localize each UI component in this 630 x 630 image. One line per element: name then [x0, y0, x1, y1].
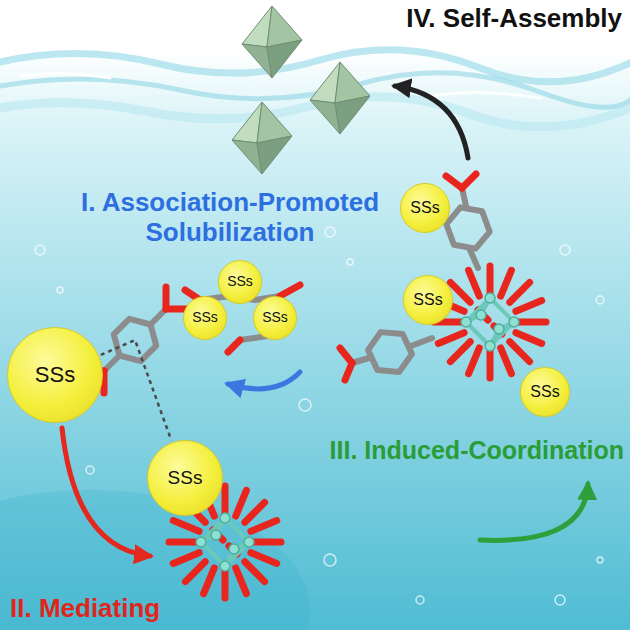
octahedral-crystals — [232, 6, 370, 174]
ss-circle: SSs — [147, 440, 223, 516]
node-text: SSs — [413, 291, 442, 309]
water-surface — [0, 50, 630, 127]
step-label: III. Induced-Coordination — [330, 436, 624, 465]
process-arrows — [62, 86, 588, 556]
step-label: I. Association-Promoted Solubilization — [70, 188, 390, 248]
step-label: II. Mediating — [10, 594, 160, 624]
stage-title: IV. Self-Assembly — [406, 4, 622, 34]
ss-circle: SSs — [400, 183, 450, 233]
node-text: SSs — [262, 310, 288, 325]
ss-circle: SSs — [7, 327, 103, 423]
node-text: SSs — [227, 274, 253, 289]
ss-circle: SSs — [183, 296, 227, 340]
node-text: SSs — [192, 310, 218, 325]
node-text: SSs — [168, 468, 203, 489]
node-text: SSs — [35, 363, 75, 387]
ss-circle: SSs — [403, 275, 453, 325]
ss-circle: SSs — [218, 260, 262, 304]
interaction-line — [101, 340, 172, 440]
node-text: SSs — [530, 383, 559, 401]
node-text: SSs — [410, 199, 439, 217]
ss-circle: SSs — [520, 367, 570, 417]
ss-circle: SSs — [253, 296, 297, 340]
bubbles — [35, 227, 604, 605]
